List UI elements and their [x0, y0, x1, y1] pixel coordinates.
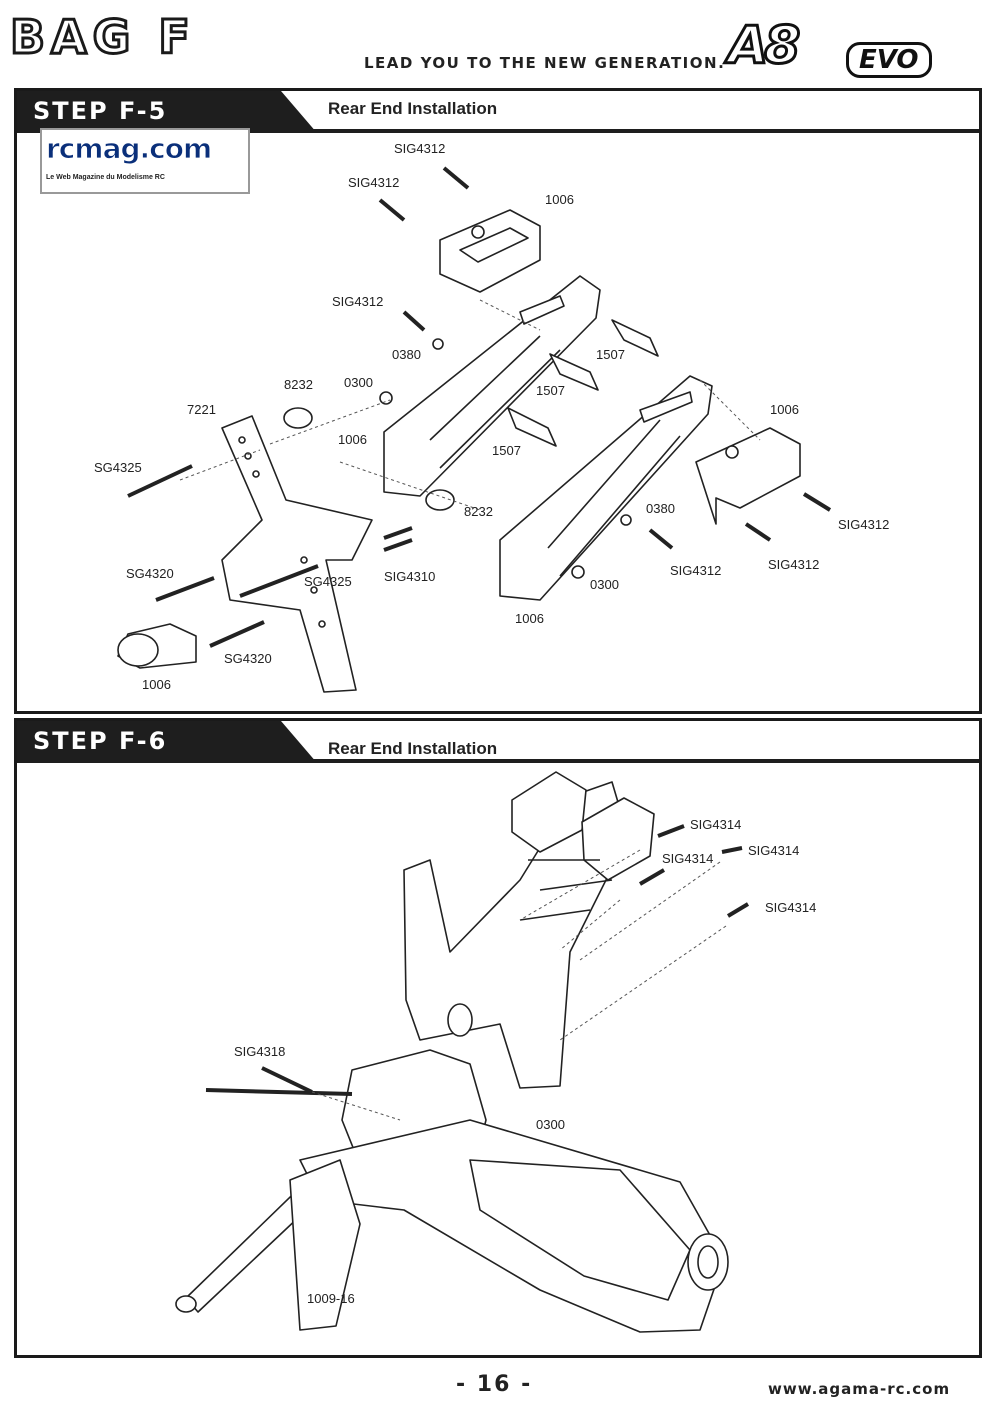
screw-icon — [155, 576, 215, 602]
screw-icon — [127, 464, 193, 498]
step-f6-tab — [17, 721, 317, 763]
callout: 1009-16 — [307, 1291, 355, 1306]
standoff-1507-icon — [549, 353, 599, 391]
brand-logo-evo: EVO — [846, 42, 932, 78]
step-f5-header-rule — [287, 129, 979, 133]
rear-plate-7221-icon — [221, 415, 373, 693]
callout: 1006 — [545, 192, 574, 207]
callout: SIG4310 — [384, 569, 436, 584]
callout: SG4320 — [126, 566, 174, 581]
callout: 1006 — [515, 611, 544, 626]
screw-icon — [726, 902, 750, 918]
callout: 1006 — [142, 677, 171, 692]
footer-url: www.agama-rc.com — [768, 1380, 951, 1398]
screw-icon — [261, 1066, 313, 1094]
screw-icon — [209, 620, 265, 648]
callout: 0300 — [536, 1117, 565, 1132]
callout: SIG4312 — [838, 517, 890, 532]
callout: SG4320 — [224, 651, 272, 666]
bag-title: BAG F — [9, 10, 196, 64]
callout: SG4325 — [304, 574, 352, 589]
suspension-arm-icon — [469, 1159, 691, 1301]
callout: SIG4312 — [332, 294, 384, 309]
screw-icon — [648, 528, 674, 550]
callout: 1006 — [338, 432, 367, 447]
callout: SG4325 — [94, 460, 142, 475]
step-f5-title: Rear End Installation — [328, 99, 498, 118]
screw-icon — [442, 166, 470, 190]
callout: SIG4318 — [234, 1044, 286, 1059]
callout: SIG4312 — [394, 141, 446, 156]
step-f6-header-rule — [287, 759, 979, 763]
step-f6-label: STEP F-6 — [33, 727, 168, 755]
screw-icon — [657, 824, 685, 838]
brand-logo-letters: A8 — [726, 16, 801, 76]
standoff-1507-icon — [507, 407, 557, 447]
step-f5-tab — [17, 91, 317, 133]
wishbone-icon — [289, 1159, 361, 1331]
ball-stud-8232-icon — [283, 407, 313, 429]
callout: 8232 — [284, 377, 313, 392]
screw-icon — [638, 868, 666, 886]
page-number: - 16 - — [456, 1372, 533, 1397]
callout: 0300 — [344, 375, 373, 390]
callout: 1507 — [596, 347, 625, 362]
callout: 7221 — [187, 402, 216, 417]
screw-icon — [239, 564, 319, 598]
screw-icon — [744, 522, 772, 542]
watermark-site: rcmag.com — [45, 132, 212, 166]
step-f6-title: Rear End Installation — [328, 739, 498, 758]
watermark-logo: rcmag.com Le Web Magazine du Modelisme R… — [40, 128, 250, 194]
screw-icon — [402, 310, 426, 332]
brand-logo: A8 EVO — [726, 16, 980, 82]
callout: 1507 — [536, 383, 565, 398]
callout: SIG4312 — [768, 557, 820, 572]
screw-icon — [378, 198, 406, 222]
callout: SIG4312 — [670, 563, 722, 578]
callout: 0380 — [392, 347, 421, 362]
callout: 1006 — [770, 402, 799, 417]
callout: SIG4314 — [690, 817, 742, 832]
screw-icon — [802, 492, 832, 512]
callout: SIG4312 — [348, 175, 400, 190]
callout: SIG4314 — [662, 851, 714, 866]
screw-icon — [721, 846, 743, 854]
watermark-subtitle: Le Web Magazine du Modelisme RC — [46, 174, 165, 181]
mount-block-1006-icon — [695, 427, 801, 525]
callout: SIG4314 — [765, 900, 817, 915]
callout: 0380 — [646, 501, 675, 516]
callout: 8232 — [464, 504, 493, 519]
ball-stud-8232-icon — [425, 489, 455, 511]
shock-tower-arm-icon — [499, 375, 713, 601]
callout: SIG4314 — [748, 843, 800, 858]
screw-icon — [383, 538, 413, 552]
screw-icon — [383, 526, 413, 540]
callout: 0300 — [590, 577, 619, 592]
callout: 1507 — [492, 443, 521, 458]
standoff-1507-icon — [611, 319, 659, 357]
step-f5-label: STEP F-5 — [33, 97, 168, 125]
tagline: LEAD YOU TO THE NEW GENERATION. — [364, 54, 726, 72]
shock-tower-arm-icon — [383, 275, 601, 497]
